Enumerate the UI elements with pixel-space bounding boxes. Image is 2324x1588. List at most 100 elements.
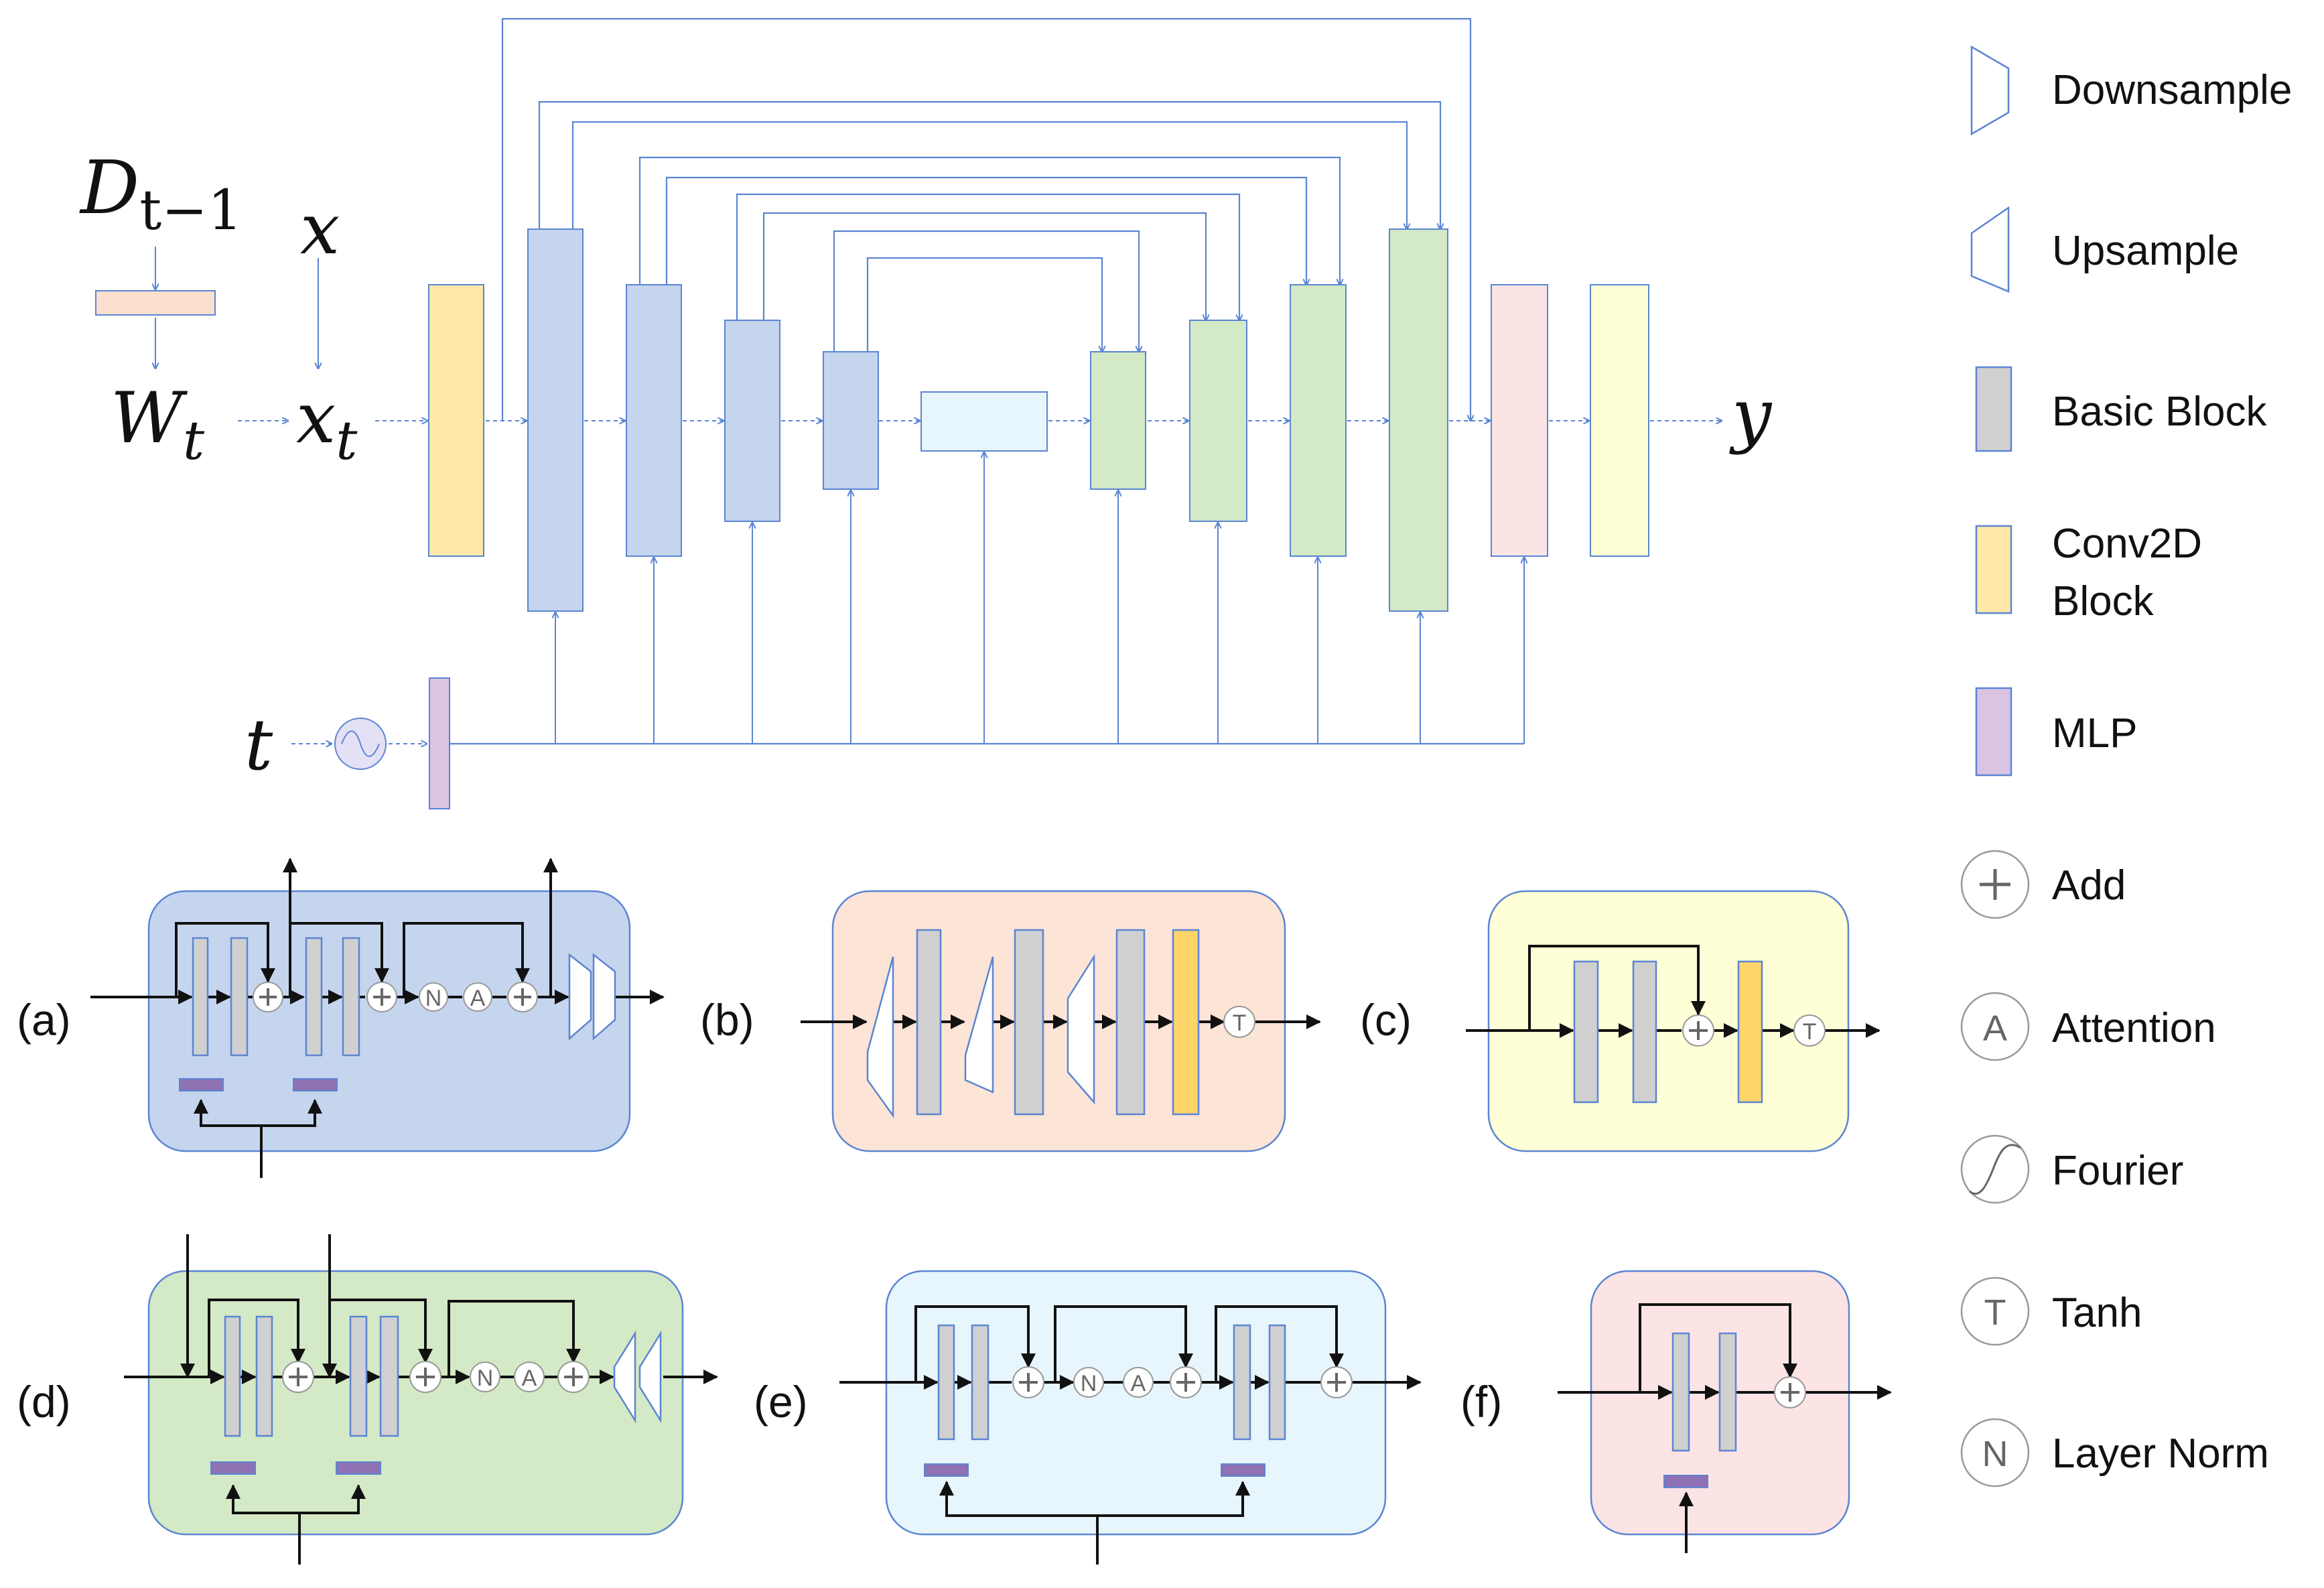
panel-f-basic-1: [1671, 1332, 1690, 1452]
panel-e-basic-2: [971, 1324, 989, 1441]
legend-conv2d-icon: [1975, 525, 2012, 614]
panel-d-basic-2: [255, 1315, 273, 1437]
panel-f: (f): [1460, 1270, 1892, 1553]
panel-d-basic-1: [224, 1315, 241, 1437]
panel-c-label: (c): [1360, 995, 1412, 1045]
legend-mlp-label: MLP: [2052, 710, 2137, 756]
panel-a-norm: [419, 982, 448, 1012]
panel-a: (a) N: [17, 858, 665, 1178]
input-arrows: [155, 247, 318, 369]
label-y: y: [1729, 374, 1773, 456]
panel-b-tanh: [1223, 1006, 1255, 1038]
skip-connections: [501, 17, 1471, 421]
down-block-2: [626, 284, 682, 557]
legend-tanh-label: Tanh: [2052, 1290, 2142, 1336]
label-d-prev: Dt−1: [79, 145, 243, 243]
label-w: Wt: [111, 377, 205, 472]
legend-basic-block-icon: [1975, 366, 2012, 452]
legend-attention-label: Attention: [2052, 1005, 2216, 1051]
panel-e-add-1: [1012, 1366, 1044, 1398]
panel-b-tanh-symbol: T: [1233, 1010, 1247, 1036]
panel-e-label: (e): [754, 1377, 808, 1427]
legend-add-icon: [1960, 850, 2030, 919]
panel-b-upsample-2: [964, 956, 994, 1094]
panel-c-basic-1: [1573, 960, 1599, 1104]
panel-e-mlp-2: [1221, 1463, 1266, 1477]
legend-upsample-icon: [1970, 206, 2010, 293]
legend-layer-norm-icon: [1960, 1418, 2030, 1487]
panel-e-norm-symbol: N: [1081, 1371, 1097, 1396]
panel-f-basic-2: [1718, 1332, 1737, 1452]
legend-downsample-icon: [1970, 45, 2010, 136]
up-block-1: [1090, 351, 1146, 490]
panel-e-basic-4: [1268, 1324, 1286, 1441]
panel-e-basic-3: [1233, 1324, 1251, 1441]
legend-downsample-label: Downsample: [2052, 67, 2292, 113]
legend-attention-icon: [1960, 992, 2030, 1061]
panel-e-basic-1: [937, 1324, 955, 1441]
middle-block: [920, 391, 1048, 452]
up-block-4: [1389, 228, 1448, 612]
legend: Downsample Upsample Basic Block Conv2D B…: [1960, 45, 2292, 1487]
panel-d-add-2: [409, 1361, 441, 1393]
panel-b-upsample-3: [1067, 953, 1095, 1105]
panel-d-basic-4: [379, 1315, 399, 1437]
panel-e-attention-symbol: A: [1131, 1371, 1146, 1396]
panel-d-mlp-2: [336, 1461, 381, 1475]
legend-tanh-symbol: T: [1984, 1293, 2006, 1333]
panel-a-add-3: [507, 982, 538, 1012]
down-block-3: [724, 320, 780, 522]
label-xt: xt: [296, 377, 358, 472]
panel-b-conv2d: [1172, 929, 1200, 1116]
panel-b-upsample-1: [866, 956, 894, 1118]
panel-c-tanh: [1793, 1014, 1826, 1047]
panel-f-mlp: [1663, 1475, 1708, 1488]
panel-e-attention: [1123, 1367, 1154, 1398]
legend-fourier-icon: [1960, 1134, 2030, 1204]
final-block: [1491, 284, 1548, 557]
legend-conv2d-label-1: Conv2D: [2052, 521, 2202, 567]
panel-e-add-3: [1320, 1366, 1353, 1398]
panel-b-basic-2: [1014, 929, 1044, 1116]
legend-basic-block-label: Basic Block: [2052, 389, 2267, 435]
panel-d-norm-symbol: N: [477, 1366, 494, 1391]
conv2d-block: [428, 284, 484, 557]
time-embedding: [334, 452, 1524, 809]
output-block: [1590, 284, 1649, 557]
panel-e-norm: [1073, 1367, 1104, 1398]
panel-a-downsample-1: [568, 953, 592, 1041]
panel-b-basic-3: [1115, 929, 1146, 1116]
panel-c-tanh-symbol: T: [1803, 1019, 1817, 1045]
mlp-block: [429, 677, 450, 809]
up-block-2: [1189, 320, 1247, 522]
panel-f-label: (f): [1460, 1377, 1502, 1427]
legend-mlp-icon: [1975, 687, 2012, 777]
panel-b: (b) T: [700, 890, 1321, 1152]
label-t: t: [245, 704, 273, 786]
panel-c: (c) T: [1360, 890, 1881, 1152]
panel-a-attention: [463, 982, 492, 1012]
panel-c-conv2d: [1737, 960, 1763, 1104]
legend-add-label: Add: [2052, 862, 2126, 909]
panel-d-norm: [470, 1362, 500, 1392]
panel-a-basic-3: [305, 937, 323, 1057]
legend-conv2d-label-2: Block: [2052, 578, 2155, 624]
panel-a-norm-symbol: N: [425, 986, 442, 1011]
panel-d-basic-3: [349, 1315, 368, 1437]
panel-a-mlp-1: [179, 1078, 224, 1091]
panel-d-attention: [514, 1362, 545, 1392]
main-network: Dt−1 x Wt xt t y: [79, 17, 1773, 809]
panel-a-attention-symbol: A: [470, 986, 486, 1011]
down-block-1: [527, 228, 584, 612]
panel-d-upsample-2: [638, 1330, 662, 1424]
legend-layer-norm-symbol: N: [1982, 1434, 2008, 1474]
panel-a-downsample-2: [592, 953, 616, 1041]
panel-a-label: (a): [17, 995, 71, 1045]
panel-e-add-2: [1170, 1366, 1202, 1398]
panel-a-add-2: [366, 982, 397, 1012]
main-flow-arrows: [238, 421, 1722, 744]
legend-attention-symbol: A: [1983, 1008, 2007, 1049]
panel-c-basic-2: [1632, 960, 1657, 1104]
panel-d-add-1: [282, 1361, 314, 1393]
